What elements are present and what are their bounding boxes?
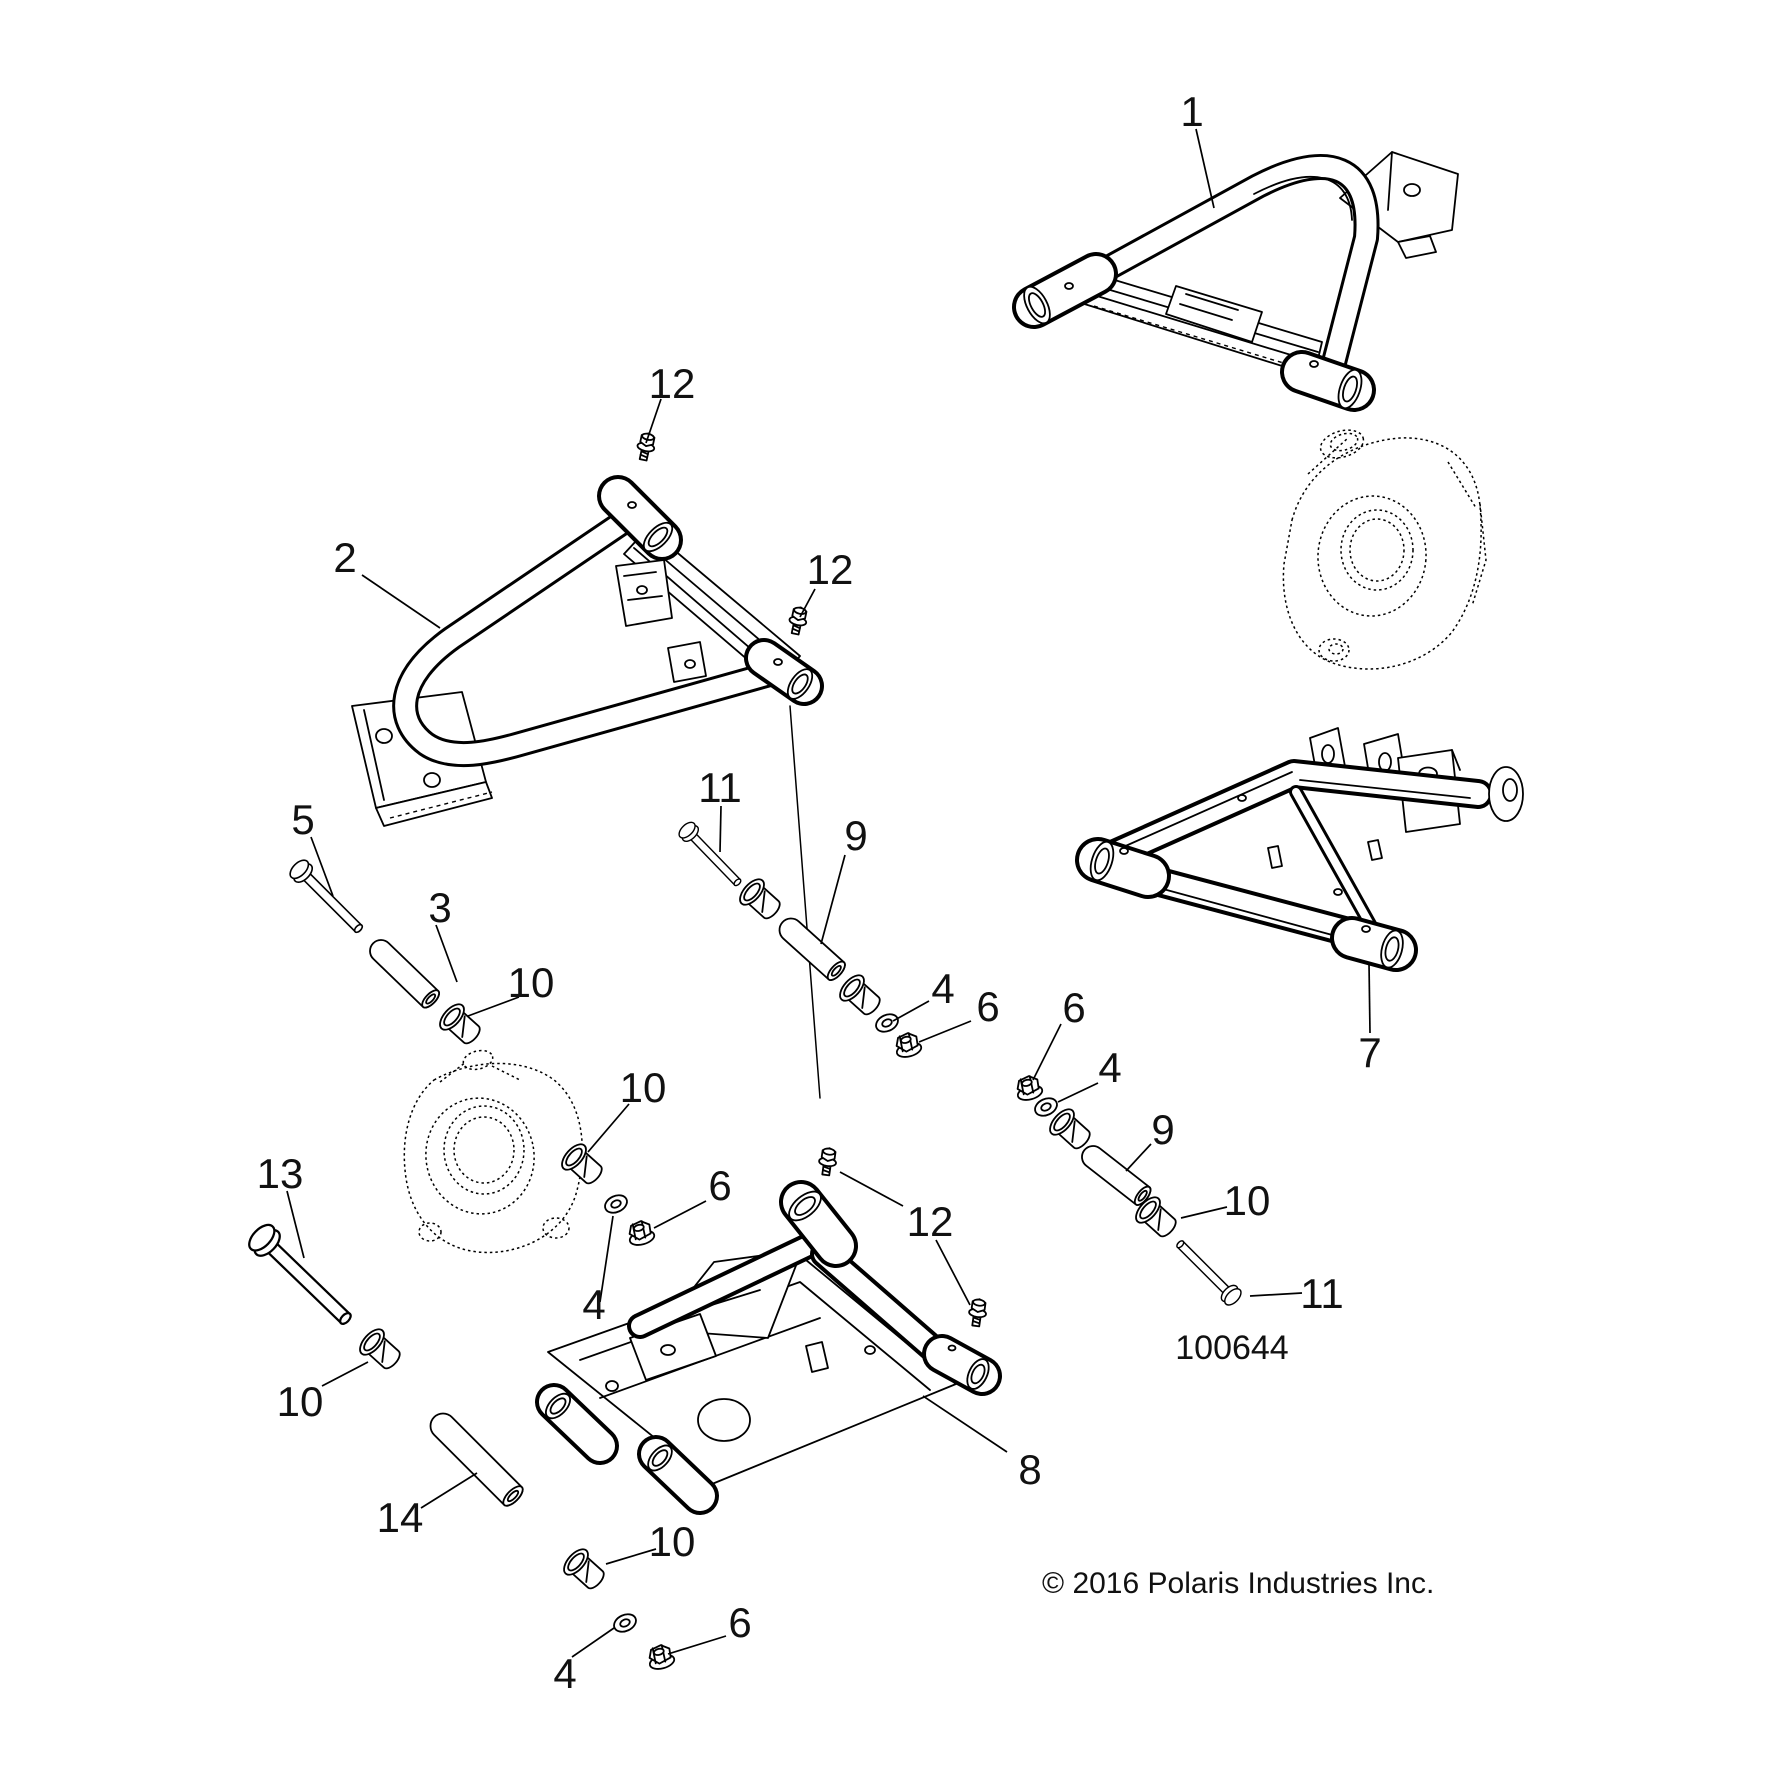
washer-4-d <box>610 1609 640 1637</box>
bolt-11-right <box>1170 1234 1245 1309</box>
leader-6-d <box>667 1635 727 1655</box>
leader-4-a <box>892 1000 930 1022</box>
screw-12-a <box>633 430 658 463</box>
bushing-10-d <box>556 1139 609 1191</box>
callout-10-e: 10 <box>649 1518 696 1565</box>
leader-4-b <box>1057 1082 1099 1103</box>
leader-12-b <box>799 588 816 618</box>
callout-14: 14 <box>377 1494 424 1541</box>
callout-12-a: 12 <box>649 360 696 407</box>
leader-14 <box>420 1472 478 1509</box>
drawing-number: 100644 <box>1175 1329 1288 1367</box>
bolt-5 <box>286 856 370 940</box>
callout-10-c: 10 <box>620 1064 667 1111</box>
callout-9-a: 9 <box>844 812 867 859</box>
callout-6-d: 6 <box>728 1599 751 1646</box>
bearing-carrier-knuckle-right-reference <box>1282 429 1487 670</box>
copyright-notice: © 2016 Polaris Industries Inc. <box>1042 1567 1434 1600</box>
screw-12-b <box>785 604 810 637</box>
callout-7: 7 <box>1358 1029 1381 1076</box>
screw-12-c <box>816 1146 839 1177</box>
leader-11-a <box>719 805 722 853</box>
leader-10-a <box>467 996 520 1017</box>
callout-6-c: 6 <box>708 1162 731 1209</box>
tube-spacer-9-right <box>1081 1145 1152 1206</box>
nut-6-a <box>891 1029 924 1061</box>
washer-4-a <box>872 1009 902 1037</box>
callout-6-a: 6 <box>976 983 999 1030</box>
callout-10-b: 10 <box>1224 1177 1271 1224</box>
leader-6-c <box>653 1200 707 1229</box>
callout-4-a: 4 <box>931 965 954 1012</box>
callout-9-b: 9 <box>1151 1106 1174 1153</box>
bushing-10-a <box>434 999 487 1051</box>
leader-9-a <box>820 854 846 945</box>
callout-labels: 1 12 2 12 5 11 3 9 10 4 6 6 4 9 7 10 11 … <box>257 88 1382 1697</box>
callout-4-b: 4 <box>1098 1044 1121 1091</box>
leader-lines <box>286 128 1371 1658</box>
callout-12-c: 12 <box>907 1198 954 1245</box>
leader-13 <box>286 1190 305 1259</box>
leader-1 <box>1195 128 1215 209</box>
leader-2 <box>361 574 441 629</box>
leader-4-c <box>599 1215 614 1303</box>
callout-4-d: 4 <box>553 1650 576 1697</box>
leader-10-b <box>1180 1206 1228 1219</box>
callout-5: 5 <box>291 796 314 843</box>
callout-6-b: 6 <box>1062 984 1085 1031</box>
callout-8: 8 <box>1018 1446 1041 1493</box>
bearing-carrier-knuckle-left-reference <box>403 1049 584 1254</box>
leader-12-a <box>645 398 662 444</box>
lower-control-arm-left <box>535 1180 1002 1515</box>
upper-control-arm-right <box>1012 151 1459 412</box>
callout-1: 1 <box>1180 88 1203 135</box>
assembly-centerline <box>789 705 821 1099</box>
nut-6-b <box>1012 1072 1045 1104</box>
screw-12-d <box>966 1297 989 1328</box>
callout-2: 2 <box>333 534 356 581</box>
callout-10-a: 10 <box>508 959 555 1006</box>
washer-4-b <box>1031 1093 1061 1121</box>
leader-10-e <box>605 1548 657 1565</box>
bolt-11-left <box>675 818 747 892</box>
leader-5 <box>310 836 334 897</box>
leader-6-b <box>1032 1023 1062 1081</box>
leader-10-d <box>321 1361 369 1387</box>
nut-6-c <box>624 1217 657 1249</box>
bolt-13 <box>243 1219 361 1334</box>
leader-6-a <box>918 1020 972 1043</box>
upper-control-arm-left <box>351 475 824 827</box>
leader-11-b <box>1249 1292 1303 1297</box>
bushing-10-h <box>558 1544 611 1596</box>
leader-8 <box>922 1395 1008 1453</box>
tube-spacer-9-left <box>778 917 846 981</box>
leader-3 <box>435 924 458 983</box>
leader-9-b <box>1125 1143 1152 1172</box>
callout-11-b: 11 <box>1300 1270 1344 1317</box>
leader-12-c2 <box>935 1239 971 1306</box>
callout-4-c: 4 <box>582 1281 605 1328</box>
bushing-10-g <box>354 1324 407 1376</box>
callout-11-a: 11 <box>698 764 742 811</box>
leader-12-c1 <box>839 1171 904 1207</box>
callout-12-b: 12 <box>807 546 854 593</box>
tube-spacer-3 <box>369 939 440 1009</box>
callout-3: 3 <box>428 884 451 931</box>
bushing-10-c <box>834 970 887 1022</box>
bushing-10-b <box>734 874 787 926</box>
leader-7 <box>1368 962 1371 1034</box>
lower-control-arm-right <box>1075 727 1524 972</box>
callout-13: 13 <box>257 1150 304 1197</box>
nut-6-d <box>644 1641 677 1673</box>
washer-4-c <box>601 1190 631 1218</box>
callout-10-d: 10 <box>277 1378 324 1425</box>
leader-10-c <box>587 1103 630 1153</box>
leader-4-d <box>571 1627 615 1658</box>
tube-spacer-14 <box>429 1412 524 1507</box>
